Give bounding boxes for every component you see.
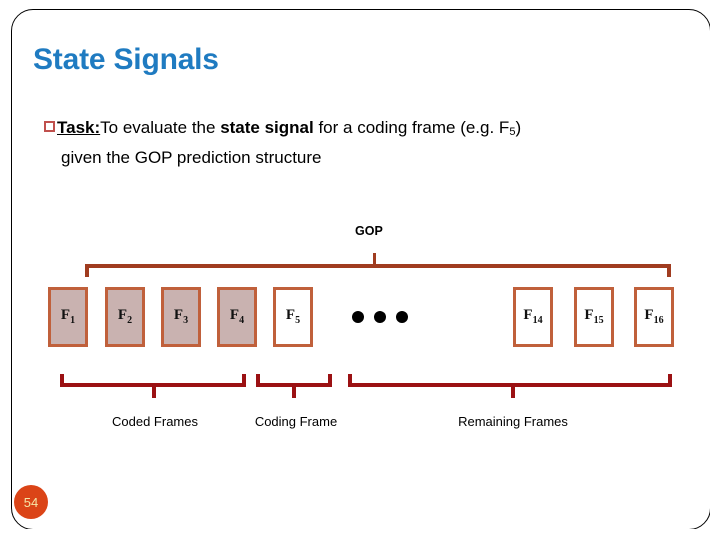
border-mask-bottom — [0, 529, 720, 541]
body-paragraph: Task:To evaluate the state signal for a … — [44, 115, 704, 171]
frame-box-f14: F14 — [513, 287, 553, 347]
body-line-2: given the GOP prediction structure — [61, 148, 322, 167]
gop-bracket-line — [85, 264, 671, 268]
bracket-label-coding-frame: Coding Frame — [254, 414, 338, 429]
bracket-stub-left-coded-frames — [60, 374, 64, 386]
ellipsis-dot — [396, 311, 408, 323]
bracket-stub-right-coded-frames — [242, 374, 246, 386]
bracket-tick-coding-frame — [292, 385, 296, 398]
bracket-label-coded-frames: Coded Frames — [112, 414, 198, 429]
task-text-part2: for a coding frame (e.g. F — [313, 118, 510, 137]
bracket-label-remaining-frames: Remaining Frames — [458, 414, 568, 429]
frame-box-f16: F16 — [634, 287, 674, 347]
gop-bracket-tick — [373, 253, 376, 265]
frame-box-f3: F3 — [161, 287, 201, 347]
frame-label: F16 — [644, 307, 664, 326]
frame-label: F15 — [584, 307, 604, 326]
gop-label: GOP — [355, 224, 383, 238]
border-mask-right — [710, 0, 720, 540]
bracket-stub-right-remaining-frames — [668, 374, 672, 386]
bullet-square-icon — [44, 121, 55, 132]
ellipsis-dot — [352, 311, 364, 323]
bracket-tick-remaining-frames — [511, 385, 515, 398]
slide-border-frame — [11, 9, 711, 530]
frame-label: F1 — [60, 307, 76, 326]
ellipsis-dot — [374, 311, 386, 323]
state-signal-emphasis: state signal — [220, 118, 314, 137]
ellipsis-dots — [352, 311, 408, 323]
frame-box-f2: F2 — [105, 287, 145, 347]
bracket-tick-coded-frames — [152, 385, 156, 398]
task-text-part1: To evaluate the — [100, 118, 221, 137]
bracket-stub-right-coding-frame — [328, 374, 332, 386]
frame-label: F4 — [229, 307, 245, 326]
bracket-line-remaining-frames — [348, 383, 672, 387]
frame-box-f4: F4 — [217, 287, 257, 347]
gop-bracket-stub-left — [85, 264, 89, 277]
bracket-stub-left-coding-frame — [256, 374, 260, 386]
frame-box-f1: F1 — [48, 287, 88, 347]
bracket-stub-left-remaining-frames — [348, 374, 352, 386]
task-text-part3: ) — [515, 118, 522, 137]
frame-box-f5: F5 — [273, 287, 313, 347]
frame-label: F14 — [523, 307, 543, 326]
frame-label: F5 — [285, 307, 301, 326]
page-title: State Signals — [33, 43, 219, 76]
page-number-badge: 54 — [14, 485, 48, 519]
gop-bracket-stub-right — [667, 264, 671, 277]
task-label: Task: — [57, 118, 101, 137]
frame-label: F3 — [173, 307, 189, 326]
frame-label: F2 — [117, 307, 133, 326]
frame-box-f15: F15 — [574, 287, 614, 347]
frame-subscript: 5 — [509, 126, 516, 138]
